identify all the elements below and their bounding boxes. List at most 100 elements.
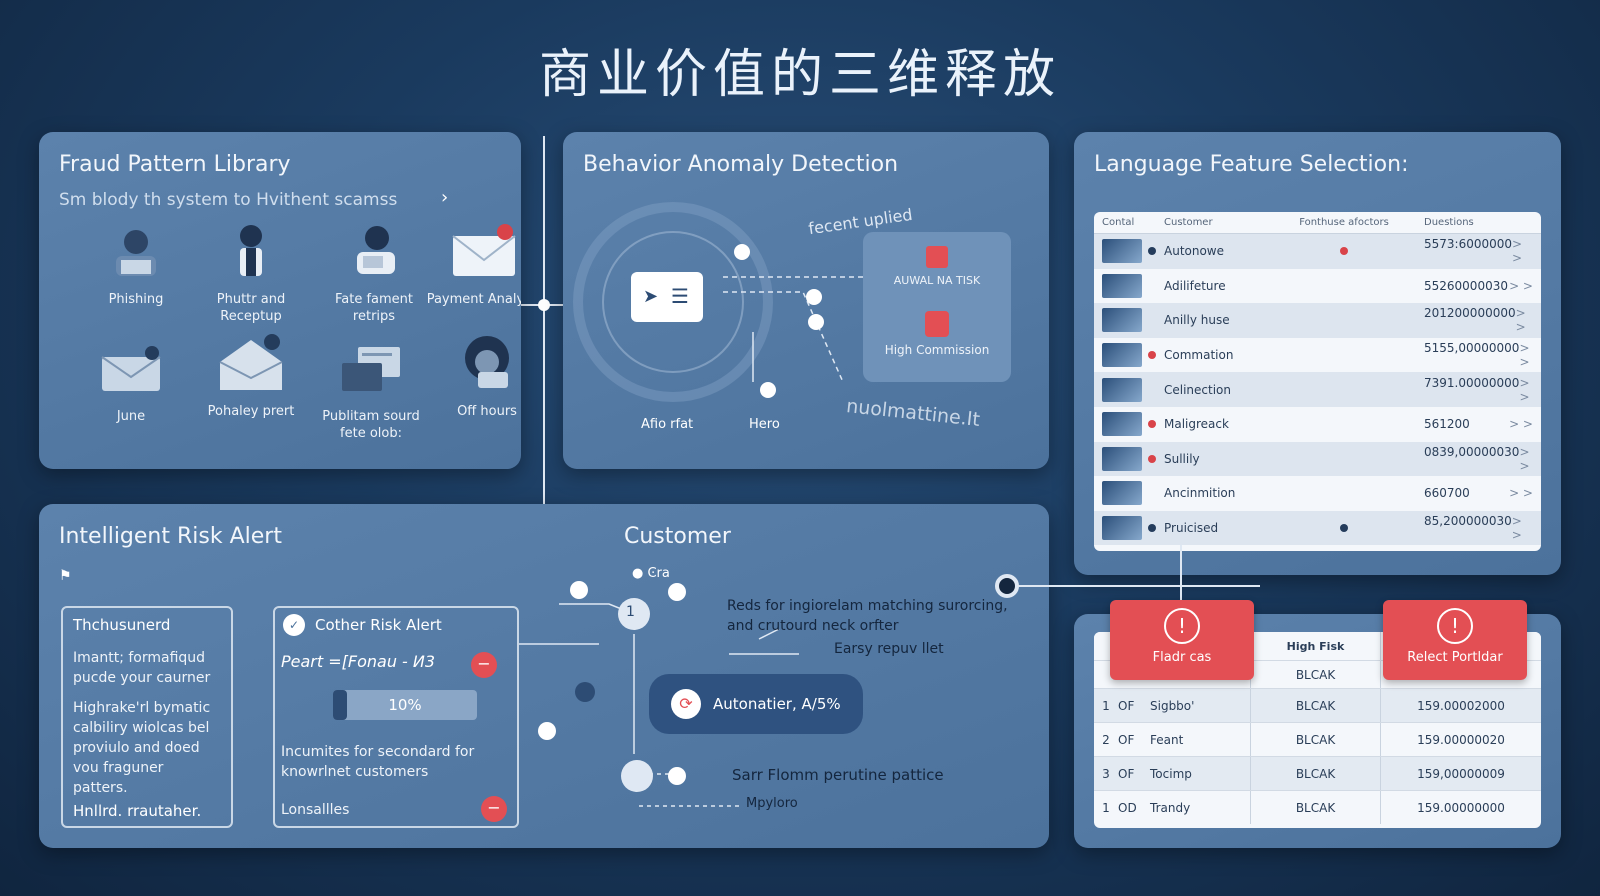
flag-icon: ⚑ [59, 568, 72, 584]
step-number: 1 [626, 604, 635, 620]
automation-label: Autonatier, A/5% [713, 695, 841, 713]
language-table: Contal Customer Fonthuse afoctors Duesti… [1094, 212, 1541, 551]
reject-button[interactable]: ! Relect Portldar [1383, 600, 1527, 680]
chevron-right-icon[interactable]: > > [1519, 375, 1530, 404]
row-thumbnail [1102, 412, 1142, 437]
connector-right-vertical [1180, 545, 1182, 605]
row-name: Pruicised [1164, 521, 1219, 536]
fraud-item-off-hours[interactable]: Off hours [427, 332, 521, 420]
customer-card-heading: Thchusunerd [73, 616, 171, 634]
factor-dot [1340, 386, 1348, 394]
risk-alert-card[interactable]: ✓ Cother Risk Alert Peart =[Fonau - Ͷ3 −… [273, 606, 519, 828]
commission-flag-icon [925, 311, 949, 337]
risk-card-footer: Lonsallles [281, 802, 350, 818]
risk-formula: Peart =[Fonau - Ͷ3 [281, 652, 436, 671]
chevron-right-icon[interactable]: › [441, 187, 449, 208]
connector-node [538, 299, 550, 311]
alert-icon-2: ! [1437, 608, 1473, 644]
remove-icon-2[interactable]: − [481, 796, 507, 822]
status-dot [1148, 316, 1156, 324]
node-label-afio: Afio rfat [641, 417, 694, 432]
row-name: Ancinmition [1164, 486, 1236, 501]
customer-card[interactable]: Thchusunerd Imantt; formafiqud pucde you… [61, 606, 233, 828]
status-dot [1148, 351, 1156, 360]
scammer-icon [357, 226, 395, 274]
chevron-right-icon[interactable]: > > [1509, 417, 1533, 432]
fraud-item-pohaley[interactable]: Pohaley prert [191, 332, 311, 420]
factor-dot [1340, 455, 1348, 463]
factor-dot [1340, 282, 1348, 290]
automation-pill[interactable]: ⟳ Autonatier, A/5% [649, 674, 863, 734]
status-dot [1148, 386, 1156, 394]
connector-right [1010, 585, 1260, 587]
envelope-icon [101, 346, 161, 391]
row-value: 7391.00000000 [1424, 375, 1520, 390]
status-dot [1148, 247, 1156, 256]
risk-badge-label: AUWAL NA TISK [893, 274, 981, 287]
fraud-item-publitam[interactable]: Publitam sourd fete olob: [311, 337, 431, 442]
fraud-item-payment[interactable]: Payment Analysis [424, 220, 521, 308]
status-dot [1148, 489, 1156, 497]
progress-fill [333, 690, 348, 720]
fraud-item-fate[interactable]: Fate fament retrips [314, 220, 434, 325]
fraud-item-phishing[interactable]: Phishing [76, 220, 196, 308]
chevron-right-icon[interactable]: > > [1511, 514, 1522, 543]
fraud-pattern-panel: Fraud Pattern Library Sm blody th system… [39, 132, 521, 469]
row-name: Sullily [1164, 451, 1200, 466]
status-dot [1148, 282, 1156, 290]
row-value: 5573:6000000 [1424, 237, 1513, 252]
customer-label: Customer [624, 524, 731, 549]
chevron-right-icon[interactable]: > > [1519, 444, 1530, 473]
fraud-panel-title: Fraud Pattern Library [59, 152, 291, 177]
row-thumbnail [1102, 377, 1142, 402]
page-title: 商业价值的三维释放 [538, 45, 1061, 105]
remove-icon[interactable]: − [471, 652, 497, 678]
note-2: Earsy repuv llet [834, 641, 944, 657]
chevron-right-icon[interactable]: > > [1515, 306, 1526, 335]
risk-note: Incumites for secondard for knowrlnet cu… [281, 744, 475, 780]
row-value: 561200 [1424, 417, 1470, 432]
customer-card-p2: Highrake'rl bymatic calbiliry wiolcas be… [73, 700, 211, 796]
automation-icon: ⟳ [671, 689, 701, 719]
row-name: Autonowe [1164, 244, 1225, 259]
table-header: Contal Customer Fonthuse afoctors Duesti… [1094, 212, 1541, 234]
factor-dot [1340, 489, 1348, 497]
progress-label: 10% [388, 696, 422, 714]
flag-case-button[interactable]: ! Fladr cas [1110, 600, 1254, 680]
table-row[interactable]: Autonowe 5573:6000000> > [1094, 234, 1541, 269]
row-thumbnail [1102, 481, 1142, 506]
table-row[interactable]: Pruicised 85,200000030> > [1094, 510, 1541, 546]
row-thumbnail [1102, 308, 1142, 333]
factor-dot [1340, 351, 1348, 359]
connector-vertical [543, 136, 545, 514]
document-stack-icon [342, 347, 400, 391]
progress-track: 10% [333, 690, 477, 720]
anomaly-card[interactable]: ➤ ☰ [631, 272, 703, 322]
row-name: Adilifeture [1164, 278, 1226, 293]
row-value: 85,200000030 [1424, 514, 1512, 529]
alert-flag-icon [926, 246, 948, 268]
row-value: 5155,00000000 [1424, 341, 1520, 356]
chevron-right-icon[interactable]: > > [1519, 341, 1530, 370]
risk-alert-heading: Cother Risk Alert [315, 616, 442, 634]
note-1: Reds for ingiorelam matching surorcing, … [727, 598, 1008, 634]
factor-dot [1340, 316, 1348, 324]
chevron-right-icon[interactable]: > > [1509, 486, 1533, 501]
fraud-item-june[interactable]: June [71, 337, 191, 425]
fraud-item-phuttr[interactable]: Phuttr and Receptup [191, 220, 311, 325]
check-circle-icon: ✓ [283, 614, 305, 636]
chevron-right-icon[interactable]: > > [1512, 237, 1523, 266]
connector-endpoint [995, 574, 1019, 598]
chevron-right-icon[interactable]: > > [1509, 278, 1533, 293]
